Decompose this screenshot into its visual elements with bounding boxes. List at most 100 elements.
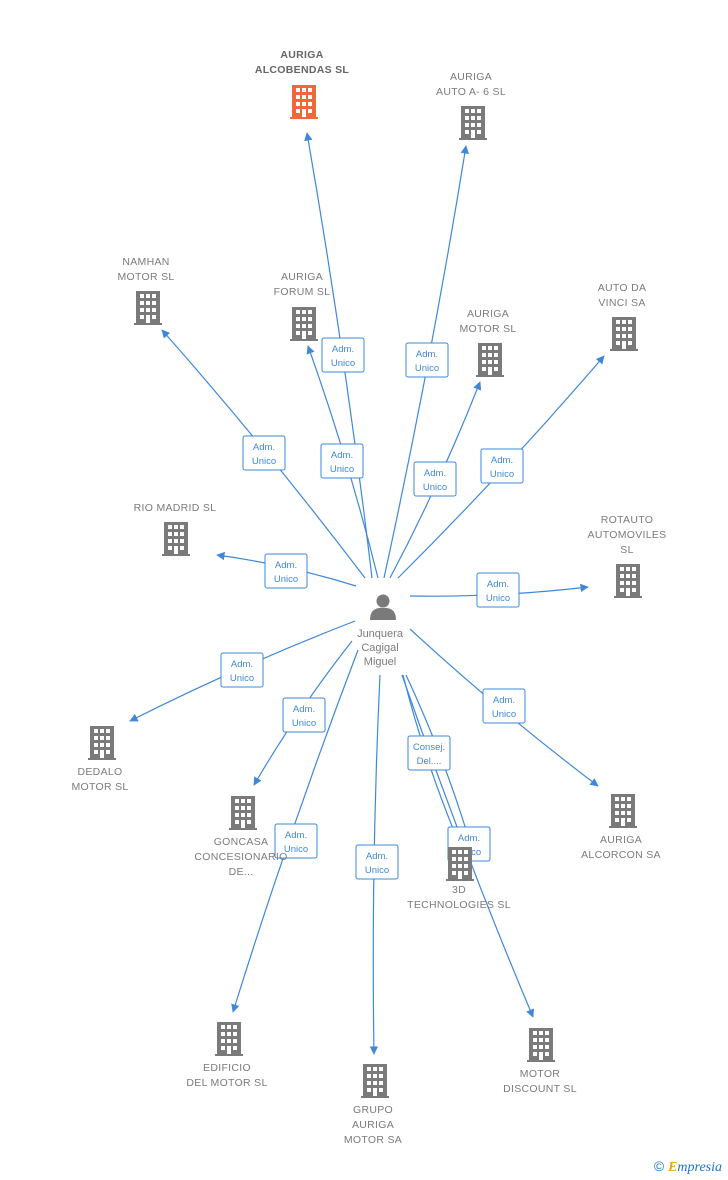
role-label-auriga-forum[interactable]: Adm.Unico — [320, 443, 364, 479]
company-name-line: EDIFICIO — [203, 1062, 251, 1074]
role-label-grupo-auriga-motor[interactable]: Adm. Unico — [355, 844, 399, 880]
company-name-line: MOTOR — [520, 1068, 561, 1080]
building-icon — [610, 317, 638, 351]
role-label-3d-technologies-2[interactable]: Consej.Del.... — [407, 735, 451, 771]
company-node-3d-technologies[interactable]: 3D TECHNOLOGIES SL — [407, 847, 511, 911]
building-icon — [614, 564, 642, 598]
copyright-notice: © Empresia — [654, 1158, 722, 1176]
role-label-box — [413, 461, 457, 497]
company-name-line: DEDALO — [78, 766, 123, 778]
building-icon — [88, 726, 116, 760]
company-name-line: AURIGA — [280, 49, 323, 61]
role-label-text: Unico — [230, 673, 254, 684]
building-icon — [609, 794, 637, 828]
role-label-rio-madrid[interactable]: Adm.Unico — [264, 553, 308, 589]
role-label-text: Unico — [292, 718, 316, 729]
company-node-grupo-auriga-motor[interactable]: GRUPO AURIGA MOTOR SA — [344, 1064, 402, 1146]
role-label-auriga-alcobendas[interactable]: Adm.Unico — [321, 337, 365, 373]
company-name-line: GONCASA — [214, 836, 269, 848]
role-label-text: Adm. — [424, 468, 446, 479]
company-name-line: GRUPO — [353, 1104, 393, 1116]
role-label-auto-da-vinci[interactable]: Adm. Unico — [480, 448, 524, 484]
role-label-text: Adm. — [416, 349, 438, 360]
building-icon — [459, 106, 487, 140]
role-label-text: Unico — [492, 709, 516, 720]
role-label-box — [407, 735, 451, 771]
empresia-logo[interactable]: Empresia — [668, 1160, 722, 1175]
role-label-dedalo-motor[interactable]: Adm.Unico — [220, 652, 264, 688]
company-name-line: DEL MOTOR SL — [186, 1077, 267, 1089]
role-label-auriga-alcorcon[interactable]: Adm. Unico — [482, 688, 526, 724]
role-label-box — [476, 572, 520, 608]
role-label-auriga-auto-a6[interactable]: Adm. Unico — [405, 342, 449, 378]
company-node-motor-discount[interactable]: MOTOR DISCOUNT SL — [503, 1028, 577, 1095]
company-name-line: SL — [620, 544, 633, 556]
company-name-line: FORUM SL — [274, 286, 331, 298]
role-label-auriga-motor[interactable]: Adm.Unico — [413, 461, 457, 497]
role-label-text: Unico — [252, 456, 276, 467]
building-icon — [162, 522, 190, 556]
company-name-line: CONCESIONARIO — [194, 851, 287, 863]
role-label-namhan-motor[interactable]: Adm. Unico — [242, 435, 286, 471]
company-name-line: AURIGA — [450, 71, 492, 83]
company-node-namhan-motor[interactable]: NAMHAN MOTOR SL — [117, 256, 174, 325]
role-label-text: Consej. — [413, 742, 445, 753]
role-label-box — [242, 435, 286, 471]
role-label-edificio-del-motor[interactable]: Adm.Unico — [274, 823, 318, 859]
role-label-text: Adm. — [491, 455, 513, 466]
company-name-line: AUTO A- 6 SL — [436, 86, 506, 98]
building-icon — [446, 847, 474, 881]
role-label-text: Adm. — [458, 833, 480, 844]
role-label-box — [482, 688, 526, 724]
role-label-goncasa[interactable]: Adm.Unico — [282, 697, 326, 733]
role-label-box — [320, 443, 364, 479]
company-node-rotauto-automoviles[interactable]: ROTAUTO AUTOMOVILES SL — [588, 514, 667, 598]
role-label-text: Adm. — [332, 344, 354, 355]
role-label-text: Adm. — [493, 695, 515, 706]
role-label-text: Unico — [490, 469, 514, 480]
person-icon — [370, 594, 396, 620]
company-name-line: 3D — [452, 884, 466, 896]
role-label-box — [282, 697, 326, 733]
building-icon — [476, 343, 504, 377]
company-name-line: AURIGA — [600, 834, 642, 846]
person-name-line: Junquera — [357, 628, 404, 640]
company-name-line: MOTOR SL — [117, 271, 174, 283]
company-name-line: ROTAUTO — [601, 514, 653, 526]
person-name-line: Cagigal — [361, 642, 398, 654]
company-node-rio-madrid[interactable]: RIO MADRID SL — [134, 502, 217, 556]
role-label-text: Unico — [365, 865, 389, 876]
company-node-goncasa[interactable]: GONCASACONCESIONARIODE... — [194, 796, 287, 878]
role-label-text: Unico — [415, 363, 439, 374]
role-label-box — [355, 844, 399, 880]
copyright-icon: © — [653, 1158, 665, 1174]
role-label-rotauto-automoviles[interactable]: Adm.Unico — [476, 572, 520, 608]
role-label-text: Adm. — [253, 442, 275, 453]
role-label-box — [405, 342, 449, 378]
role-label-box — [220, 652, 264, 688]
company-name-line: AUTOMOVILES — [588, 529, 667, 541]
company-name-line: DISCOUNT SL — [503, 1083, 577, 1095]
company-name-line: TECHNOLOGIES SL — [407, 899, 511, 911]
role-label-text: Adm. — [366, 851, 388, 862]
company-node-edificio-del-motor[interactable]: EDIFICIO DEL MOTOR SL — [186, 1022, 267, 1089]
role-label-text: Unico — [486, 593, 510, 604]
company-node-auriga-auto-a6[interactable]: AURIGA AUTO A- 6 SL — [436, 71, 506, 140]
building-icon — [527, 1028, 555, 1062]
company-node-auriga-forum[interactable]: AURIGA FORUM SL — [274, 271, 331, 341]
building-icon — [134, 291, 162, 325]
role-label-box — [321, 337, 365, 373]
company-name-line: NAMHAN — [122, 256, 169, 268]
company-name-line: AURIGA — [352, 1119, 394, 1131]
company-name-line: MOTOR SL — [459, 323, 516, 335]
company-name-line: AUTO DA — [598, 282, 647, 294]
company-name-line: AURIGA — [281, 271, 323, 283]
company-name-line: MOTOR SA — [344, 1134, 402, 1146]
